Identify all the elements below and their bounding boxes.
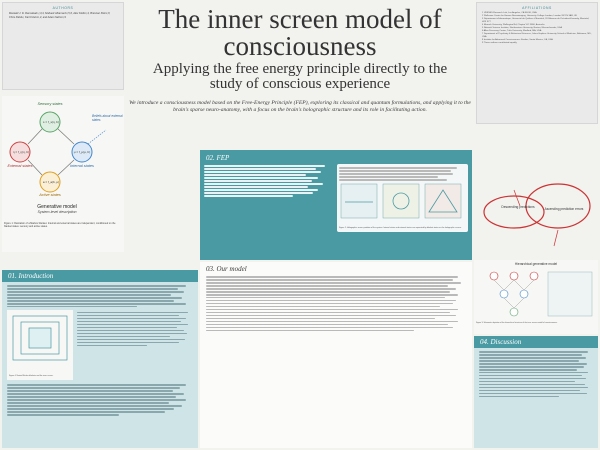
abstract: We introduce a consciousness model based… bbox=[129, 100, 471, 113]
generative-model-subtitle: System-level description bbox=[37, 210, 77, 214]
eq-sensory: s = f_s(η, b) bbox=[43, 120, 59, 124]
discussion-heading: 04. Discussion bbox=[480, 338, 522, 346]
affiliation-item: 6 Allen Discovery Center, Tufts Universi… bbox=[482, 30, 542, 32]
authors-text: Maxwell J. D. Ramstead¹,²,3,4, Mahault A… bbox=[9, 12, 111, 19]
figure4-caption: Figure 4: Nested Markov blankets and the… bbox=[9, 375, 54, 378]
affiliation-item: 5 Network Science Institute, Northeaster… bbox=[482, 27, 562, 29]
authors-box: AUTHORS Maxwell J. D. Ramstead¹,²,3,4, M… bbox=[2, 2, 124, 90]
introduction-panel: 01. Introduction Figure 4: Nested Markov… bbox=[2, 270, 198, 448]
internal-states-label: Internal states bbox=[70, 164, 94, 168]
affiliations-heading: AFFILIATIONS bbox=[522, 6, 552, 10]
figure1-caption: Figure 1: Illustration of a Markov blank… bbox=[4, 222, 116, 229]
beliefs-label: Beliefs about external states bbox=[92, 114, 123, 122]
affiliation-item: 3 Département d'informatique, Université… bbox=[482, 18, 590, 23]
descending-predictions-label: Descending predictions bbox=[501, 205, 535, 209]
introduction-heading: 01. Introduction bbox=[8, 272, 54, 280]
nested-blankets-figure bbox=[12, 316, 68, 361]
generative-model-title: Generative model bbox=[37, 204, 77, 210]
eq-internal: μ = f_μ(μ, b) bbox=[73, 150, 91, 154]
prediction-ellipses bbox=[483, 183, 591, 247]
affiliation-item: 1 VERSES Research Lab, Los Angeles, CA 9… bbox=[482, 12, 537, 14]
model-heading: 03. Our model bbox=[206, 265, 247, 273]
figure2-caption: Figure 2: Holographic screen partition o… bbox=[339, 227, 462, 230]
affiliations-box: AFFILIATIONS 1 VERSES Research Lab, Los … bbox=[476, 2, 598, 124]
markov-blanket-diagram bbox=[2, 96, 124, 252]
fep-heading: 02. FEP bbox=[206, 154, 230, 162]
ellipse-figure: Descending predictions Ascending predict… bbox=[474, 150, 598, 260]
poster-title: The inner screen model of consciousness bbox=[158, 4, 442, 61]
affiliation-item: 4 Monash University, Wellington Rd, Clay… bbox=[482, 24, 545, 26]
authors-heading: AUTHORS bbox=[52, 6, 74, 10]
poster-subtitle: Applying the free energy principle direc… bbox=[152, 61, 448, 92]
discussion-panel: 04. Discussion bbox=[474, 336, 598, 448]
sensory-states-label: Sensory states bbox=[37, 102, 63, 106]
markov-blanket-figure: Sensory states s = f_s(η, b) Active stat… bbox=[2, 96, 124, 252]
affiliation-item: 9 These authors contributed equally bbox=[482, 42, 517, 44]
affiliation-item: 7 Department of Psychiatry & Behavioral … bbox=[482, 33, 592, 38]
active-states-label: Active states bbox=[39, 193, 61, 197]
affiliation-item: 2 Wellcome Centre for Human Neuroimaging… bbox=[482, 15, 578, 17]
figure3-caption: Figure 3: Schematic depiction of the hie… bbox=[476, 322, 558, 324]
external-states-label: External states bbox=[7, 164, 33, 168]
model-panel: 03. Our model bbox=[200, 262, 472, 448]
holographic-screen-figure bbox=[340, 184, 462, 219]
ascending-errors-label: Ascending prediction errors bbox=[544, 207, 584, 211]
affiliation-item: 8 Institute for Advanced Consciousness S… bbox=[482, 39, 553, 41]
eq-external: η = f_η(η, b) bbox=[12, 150, 30, 154]
fep-panel: 02. FEP bbox=[200, 150, 472, 260]
hierarchy-diagram bbox=[489, 271, 593, 317]
hierarchical-figure: Hierarchical generative model Figure 3: … bbox=[474, 260, 598, 334]
hierarchical-label: Hierarchical generative model bbox=[514, 262, 558, 266]
eq-active: a = f_a(b, μ) bbox=[42, 180, 60, 184]
